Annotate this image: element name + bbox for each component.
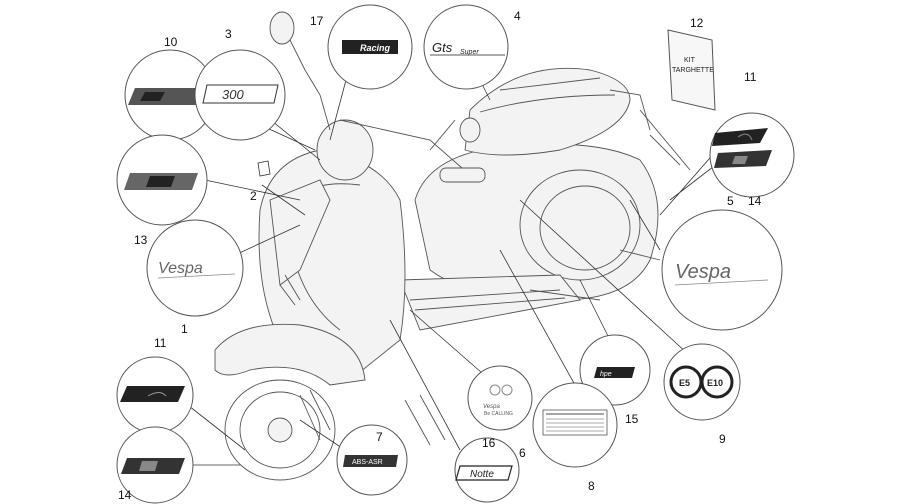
part-number-9[interactable]: 9 <box>719 432 726 446</box>
part-number-3[interactable]: 3 <box>225 27 232 41</box>
super-decal-text: Super <box>460 49 479 56</box>
decal-10-icon <box>128 88 205 105</box>
part-6-circle[interactable] <box>467 365 533 431</box>
part-number-14-right[interactable]: 14 <box>748 194 762 208</box>
part-number-5[interactable]: 5 <box>727 194 734 208</box>
part-number-6[interactable]: 6 <box>519 446 526 460</box>
abs-decal-icon <box>343 455 398 467</box>
part-number-17[interactable]: 17 <box>310 14 324 28</box>
part-number-11-left[interactable]: 11 <box>154 336 167 350</box>
part-number-1[interactable]: 1 <box>181 322 188 336</box>
part-number-7[interactable]: 7 <box>376 430 383 444</box>
part-number-14-left[interactable]: 14 <box>118 488 132 502</box>
vespa-logo-1-text: Vespa <box>158 260 203 277</box>
part-number-13[interactable]: 13 <box>134 233 148 247</box>
vespa-small-text: Vespa <box>483 404 500 410</box>
notte-decal-icon <box>455 465 513 481</box>
notte-decal-text: Notte <box>470 469 494 480</box>
part-4-circle[interactable] <box>423 4 509 90</box>
racing-decal-icon <box>342 40 398 54</box>
part-number-15[interactable]: 15 <box>625 412 639 426</box>
part-numbers: 10 3 17 4 12 11 2 13 14 5 1 11 15 9 7 16… <box>118 9 762 502</box>
figure-icon <box>489 384 501 396</box>
part-number-12[interactable]: 12 <box>690 16 704 30</box>
decal-11-right-icon <box>712 128 768 146</box>
hpe-decal-text: hpe <box>600 371 612 378</box>
part-12-kit-bag[interactable]: KIT TARGHETTE <box>667 29 716 111</box>
e10-badge-text: E10 <box>707 378 723 388</box>
kit-label-line2: TARGHETTE <box>672 67 714 74</box>
part-1-circle[interactable] <box>146 219 244 317</box>
part-number-8[interactable]: 8 <box>588 479 595 493</box>
vespa-logo-5-text: Vespa <box>675 261 731 283</box>
scooter-drawing <box>214 11 691 481</box>
part-number-11-right[interactable]: 11 <box>744 70 757 84</box>
racing-decal-text: Racing <box>360 43 391 53</box>
part-number-4[interactable]: 4 <box>514 9 521 23</box>
part-number-16[interactable]: 16 <box>482 436 496 450</box>
kit-label-line1: KIT <box>684 57 696 64</box>
model-300-decal-text: 300 <box>222 87 244 102</box>
abs-decal-text: ABS-ASR <box>352 459 383 466</box>
gts-decal-text: Gts <box>432 40 453 55</box>
part-number-10[interactable]: 10 <box>164 35 178 49</box>
calling-text: Be CALLING <box>484 411 513 417</box>
e10-badge-icon <box>700 365 734 399</box>
part-2-tag-icon <box>257 160 271 177</box>
part-5-circle[interactable] <box>661 209 783 331</box>
e5-badge-text: E5 <box>679 378 690 388</box>
decal-15-icon <box>594 367 635 378</box>
part-number-2[interactable]: 2 <box>250 189 257 203</box>
